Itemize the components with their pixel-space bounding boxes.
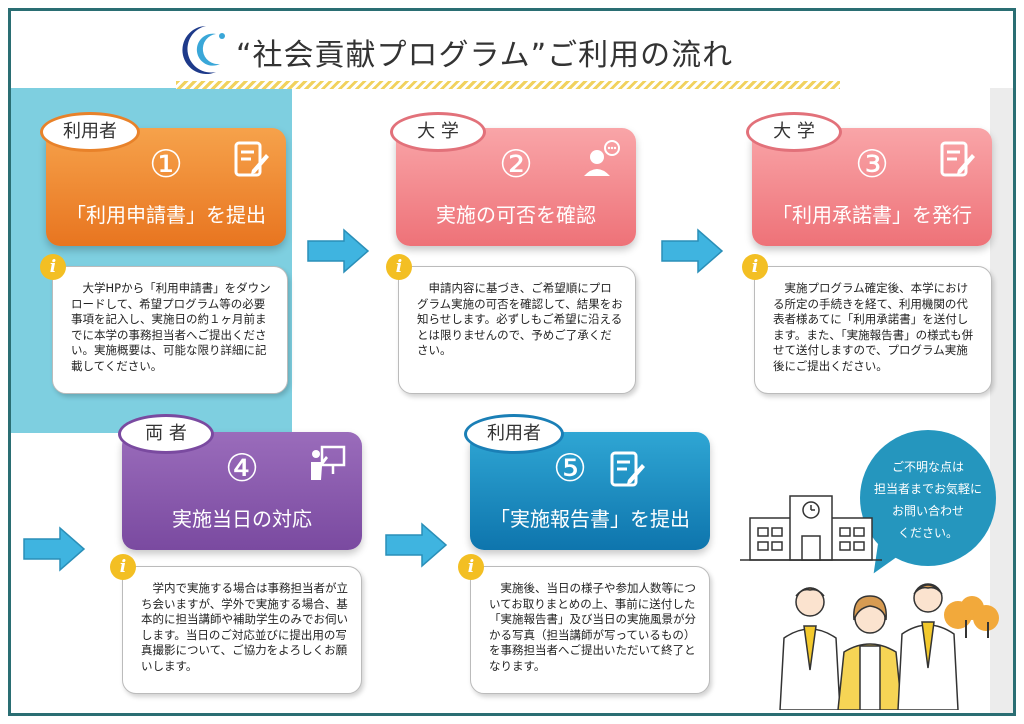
info-icon: i [110, 554, 136, 580]
info-icon: i [40, 254, 66, 280]
step-label-3: 「利用承諾書」を発行 [772, 203, 972, 227]
tree-icon [944, 596, 999, 638]
step-card-1: ① 「利用申請書」を提出 [46, 128, 286, 246]
flow-arrow-right-icon [385, 522, 448, 568]
form-edit-icon [610, 451, 645, 487]
step-label-5: 「実施報告書」を提出 [490, 507, 690, 531]
step-number-3: ③ [854, 142, 890, 186]
step-info-5: 実施後、当日の様子や参加人数等についてお取りまとめの上、事前に送付した「実施報告… [470, 566, 710, 694]
info-icon: i [742, 254, 768, 280]
step-info-2: 申請内容に基づき、ご希望順にプログラム実施の可否を確認して、結果をお知らせします… [398, 266, 636, 394]
actor-tag-2: 大 学 [390, 112, 486, 152]
staff-people-icon [779, 583, 959, 710]
step-card-5: ⑤ 「実施報告書」を提出 [470, 432, 710, 550]
actor-tag-3: 大 学 [746, 112, 842, 152]
step-number-5: ⑤ [552, 446, 588, 490]
form-edit-icon [940, 141, 975, 177]
step-card-2: ② 実施の可否を確認 [396, 128, 636, 246]
actor-tag-4: 両 者 [118, 414, 214, 454]
step-info-1: 大学HPから「利用申請書」をダウンロードして、希望プログラム等の必要事項を記入し… [52, 266, 288, 394]
step-label-2: 実施の可否を確認 [436, 203, 596, 227]
bubble-line-3: お問い合わせ [891, 504, 964, 518]
staff-and-building-illustration [740, 495, 999, 710]
actor-tag-5: 利用者 [464, 414, 564, 454]
presenter-board-icon [311, 445, 346, 480]
step-info-4: 学内で実施する場合は事務担当者が立ち会いますが、学外で実施する場合、基本的に担当… [122, 566, 362, 694]
bubble-line-4: ください。 [897, 526, 958, 540]
info-icon: i [386, 254, 412, 280]
actor-tag-1: 利用者 [40, 112, 140, 152]
info-icon: i [458, 554, 484, 580]
page-frame [8, 8, 1016, 716]
university-logo-icon [182, 26, 225, 74]
step-number-4: ④ [224, 446, 260, 490]
bubble-line-1: ご不明な点は [891, 460, 964, 474]
bubble-line-2: 担当者までお気軽に [873, 482, 982, 496]
flow-arrow-right-icon [307, 228, 370, 274]
title-underline [176, 81, 840, 89]
flow-arrow-right-icon [23, 526, 86, 572]
contact-bubble: ご不明な点は 担当者までお気軽に お問い合わせ ください。 [860, 430, 996, 566]
step-number-1: ① [148, 142, 184, 186]
step-label-1: 「利用申請書」を提出 [66, 203, 266, 227]
step-label-4: 実施当日の対応 [172, 507, 312, 531]
person-chat-icon [584, 140, 620, 176]
step-number-2: ② [498, 142, 534, 186]
step-info-3: 実施プログラム確定後、本学における所定の手続きを経て、利用機関の代表者様あてに「… [754, 266, 992, 394]
flow-arrow-right-icon [661, 228, 724, 274]
form-edit-icon [234, 141, 269, 177]
page-title: “社会貢献プログラム”ご利用の流れ [236, 38, 734, 73]
school-building-icon [740, 495, 882, 561]
